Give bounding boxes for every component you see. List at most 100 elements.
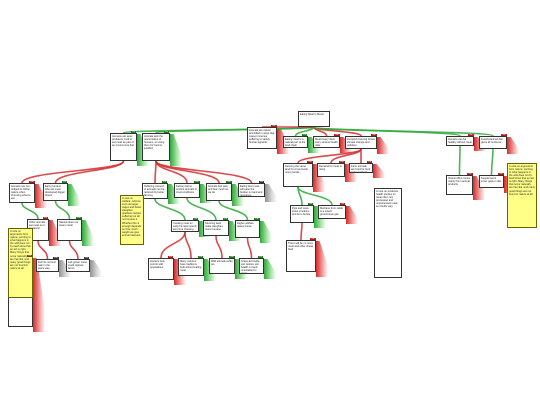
note-welfare[interactable]: A note on welfare: reforms such as large… (120, 195, 144, 245)
node-d6-text: Pigs and cows show emotions and form bon… (292, 206, 311, 216)
connector-d5-e6 (246, 237, 253, 259)
node-c9-text: Farm animals are bred for food and would… (351, 164, 371, 173)
node-e3[interactable]: Hunters help control wild populations (148, 258, 174, 280)
node-d6[interactable]: Pigs and cows show emotions and form bon… (290, 205, 314, 223)
note-nature[interactable]: A note on arguments from nature: pointin… (8, 228, 33, 298)
node-b4[interactable]: Eating meat is a natural part of the foo… (283, 136, 308, 148)
node-d7[interactable]: Methane from cattle is a potent greenhou… (318, 205, 346, 219)
node-e5[interactable]: Wild animals suffer too (209, 258, 235, 274)
node-e1[interactable]: Fish do not feel pain in the same way (36, 259, 59, 272)
node-b3-text: Animals are raised and killed in ways th… (249, 128, 275, 145)
badge-e8: Pro (27, 254, 33, 257)
node-d3[interactable]: Cooking meat let early humans spend less… (171, 220, 199, 232)
node-d5[interactable]: Higher welfare raises prices (235, 220, 260, 238)
badge-c6: Pro (259, 180, 265, 183)
badge-d2: Con (76, 216, 82, 219)
node-b7[interactable]: Humans can be healthy without meat (446, 136, 474, 146)
node-d10[interactable]: Vitamin B12 comes mainly from animal pro… (446, 175, 473, 195)
node-c8-text: Demand for meat is rising (319, 164, 342, 171)
node-c8[interactable]: Demand for meat is rising (317, 163, 345, 177)
node-e7-text: There will be no more meat and other che… (288, 241, 314, 251)
node-c5[interactable]: Animals feel pain and fear much as we do (206, 183, 232, 201)
node-c9[interactable]: Farm animals are bred for food and would… (349, 163, 373, 173)
node-b3[interactable]: Animals are raised and killed in ways th… (247, 127, 277, 149)
node-b8-text: A well-planned diet gives all nutrients (481, 137, 503, 144)
connector-b6-c8 (330, 148, 362, 164)
note-nature-text: A note on arguments from nature: pointin… (10, 229, 31, 270)
node-c7[interactable]: Farming the same land for crops feeds mo… (283, 163, 313, 187)
badge-c8: Con (339, 160, 345, 163)
badge-c5: Con (226, 180, 232, 183)
node-b6[interactable]: Livestock farming drives climate change … (345, 136, 377, 149)
connector-d6-e7 (300, 222, 303, 241)
node-c4[interactable]: Factory farms confine animals in cruel c… (174, 183, 200, 198)
node-b4-text: Eating meat is a natural part of the foo… (285, 137, 306, 147)
node-b5[interactable]: Meat-heavy diets carry serious health ri… (313, 136, 340, 148)
node-c1[interactable]: Humans are not obliged to follow nature … (9, 183, 35, 203)
node-d2[interactable]: Natural does not mean moral (57, 219, 82, 241)
node-d10-text: Vitamin B12 comes mainly from animal pro… (448, 176, 471, 186)
node-c7-text: Farming the same land for crops feeds mo… (285, 164, 308, 174)
connector-root-b8 (313, 126, 494, 137)
node-c6-text: Eating less meat will ease the burden on… (240, 184, 263, 197)
node-b1[interactable]: Humans are apex predators, built to eat … (110, 133, 137, 161)
node-d2-text: Natural does not mean moral (59, 220, 79, 227)
badge-b6: Con (371, 133, 377, 136)
node-b2-text: Animals lack the moral status of humans,… (144, 134, 165, 151)
badge-b8: Con (501, 133, 507, 136)
node-d4[interactable]: Stunning laws make slaughter more humane (203, 220, 229, 236)
badge-c7: Con (307, 160, 313, 163)
badge-c1: Con (29, 180, 35, 183)
connector-c4-d4 (186, 197, 217, 221)
badge-b5: Con (334, 133, 340, 136)
connector-c5-d5 (218, 200, 249, 221)
connector-c3-d3 (154, 198, 186, 221)
badge-d7: Pro (340, 202, 346, 205)
node-root-text: Eating Meat is Moral (300, 112, 324, 116)
connector-b2-c3 (154, 160, 157, 184)
node-c5-text: Animals feel pain and fear much as we do (208, 184, 229, 194)
node-c10[interactable]: Supplements cover gaps in diet (479, 175, 504, 188)
connector-d3-e3 (160, 231, 186, 259)
badge-e7: Con (310, 237, 316, 240)
node-b5-text: Meat-heavy diets carry serious health ri… (315, 137, 338, 147)
node-e6[interactable]: Grass-fed cattle can restore soil health… (239, 258, 264, 274)
node-c2[interactable]: Early humans who ate meat developed bigg… (43, 183, 68, 201)
node-d4-text: Stunning laws make slaughter more humane (205, 221, 223, 231)
node-b2[interactable]: Animals lack the moral status of humans,… (142, 133, 170, 161)
node-e4[interactable]: Many cultures have traditions built arou… (178, 258, 204, 276)
connector-d1-e1 (37, 240, 49, 260)
node-e5-text: Wild animals suffer too (211, 259, 233, 266)
node-c3[interactable]: Suffering caused to animals can be reduc… (142, 183, 168, 199)
node-e2-text: Lab grown meat could replace farms (68, 260, 87, 270)
note-welfare-text: A note on welfare: reforms such as large… (122, 196, 142, 237)
node-b8[interactable]: A well-planned diet gives all nutrients (479, 136, 507, 149)
node-b1-text: Humans are apex predators, built to eat … (112, 134, 134, 148)
connector-c1-d1 (21, 202, 39, 220)
note-summary[interactable]: A note on arguments from nature: pointin… (507, 163, 537, 228)
badge-e3: Pro (168, 255, 174, 258)
node-e7[interactable]: There will be no more meat and other che… (286, 240, 316, 272)
connector-b7-d10 (458, 145, 461, 176)
badge-e4: Pro (198, 255, 204, 258)
node-c6[interactable]: Eating less meat will ease the burden on… (238, 183, 265, 197)
badge-e5: Con (229, 255, 235, 258)
node-e1-text: Fish do not feel pain in the same way (38, 260, 56, 270)
node-e2[interactable]: Lab grown meat could replace farms (66, 259, 90, 272)
node-c10-text: Supplements cover gaps in diet (481, 176, 502, 183)
node-root[interactable]: Eating Meat is Moral (298, 111, 330, 127)
badge-c10: Con (498, 172, 504, 175)
node-d1-text: Other animals eat meat so it is natural (29, 220, 46, 230)
node-b6-text: Livestock farming drives climate change … (347, 137, 375, 147)
node-e6-text: Grass-fed cattle can restore soil health… (241, 259, 260, 274)
badge-b4: Pro (302, 133, 308, 136)
badge-e1: Con (53, 256, 59, 259)
badge-b1: Pro (131, 130, 137, 133)
badge-d3: Pro (193, 217, 199, 220)
note-evidence[interactable]: A note on evidence: health studies on me… (374, 188, 402, 278)
node-d7-text: Methane from cattle is a potent greenhou… (320, 206, 343, 216)
node-c3-text: Suffering caused to animals can be reduc… (144, 184, 165, 198)
note-evidence-text: A note on evidence: health studies on me… (376, 189, 399, 209)
